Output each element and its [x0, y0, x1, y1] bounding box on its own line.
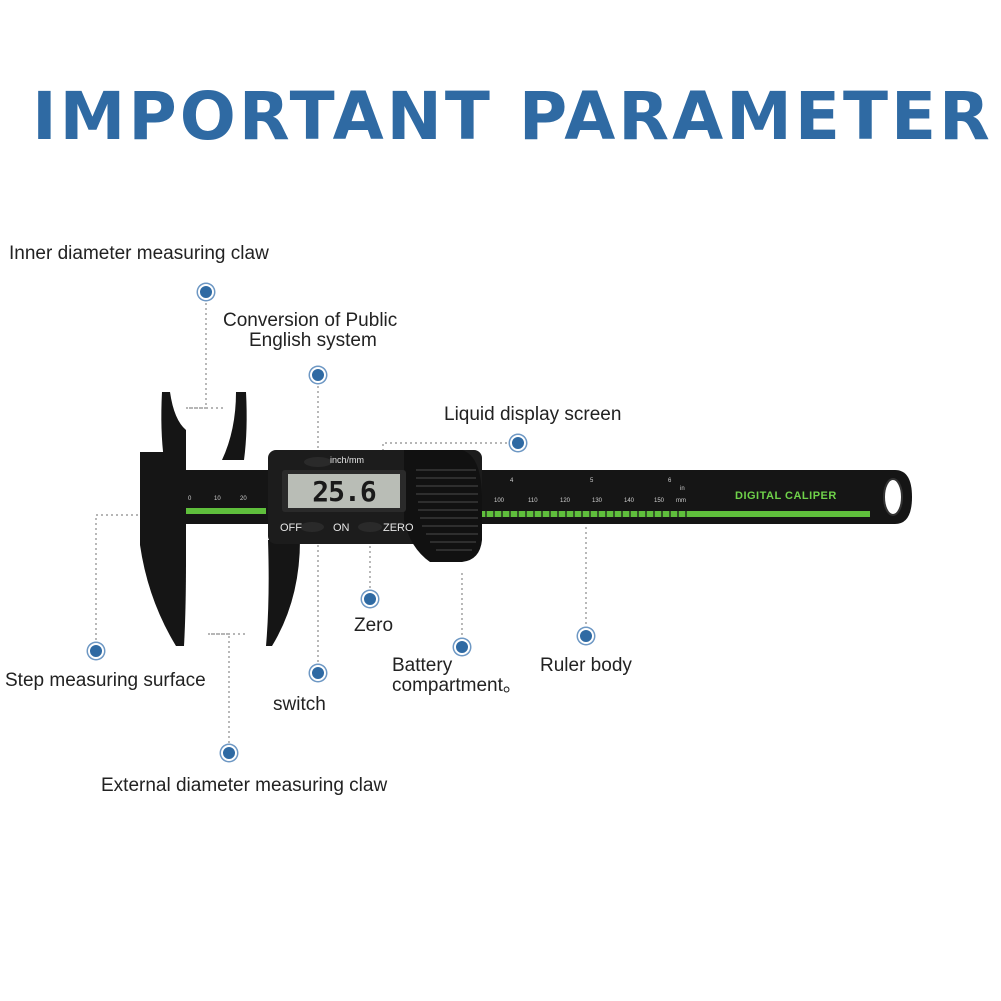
callout-line-step: [96, 515, 140, 650]
callout-dot-conversion: [310, 367, 326, 383]
off-on-button: [300, 522, 324, 532]
callout-line-external-claw: [208, 634, 248, 753]
scale-label: mm: [676, 498, 686, 504]
zero-button-label[interactable]: ZERO: [383, 522, 414, 534]
scale-label: in: [680, 486, 685, 492]
fixed-jaw: [140, 392, 186, 646]
label-battery-line2: compartment。: [392, 676, 522, 696]
scale-label: 120: [560, 498, 570, 504]
inch-mm-label[interactable]: inch/mm: [330, 455, 364, 465]
off-label[interactable]: OFF: [280, 522, 302, 534]
callout-dot-battery: [454, 639, 470, 655]
jaw-scale-label: 0: [188, 496, 191, 502]
label-step-surface: Step measuring surface: [5, 671, 206, 691]
callout-dot-lcd: [510, 435, 526, 451]
callout-dot-ruler: [578, 628, 594, 644]
on-label[interactable]: ON: [333, 522, 350, 534]
inch-mm-button: [304, 457, 332, 467]
label-conversion-line1: Conversion of Public: [223, 311, 397, 331]
label-ruler-body: Ruler body: [540, 656, 632, 676]
callout-line-inner-claw: [186, 293, 226, 408]
label-conversion-line2: English system: [249, 331, 377, 351]
brand-text: DIGITAL CALIPER: [735, 490, 837, 502]
callout-dot-external-claw: [221, 745, 237, 761]
label-inner-claw: Inner diameter measuring claw: [9, 244, 269, 264]
zero-button-shape: [358, 522, 382, 532]
scale-label: 5: [590, 478, 593, 484]
label-battery-line1: Battery: [392, 656, 452, 676]
jaw-scale-label: 10: [214, 496, 221, 502]
label-lcd-screen: Liquid display screen: [444, 405, 621, 425]
scale-label: 140: [624, 498, 634, 504]
scale-label: 100: [494, 498, 504, 504]
label-switch: switch: [273, 695, 326, 715]
callout-dot-switch: [310, 665, 326, 681]
callout-dot-zero: [362, 591, 378, 607]
scale-label: 130: [592, 498, 602, 504]
lcd-reading: 25.6: [300, 475, 388, 508]
scale-label: 110: [528, 498, 538, 504]
callout-dot-step: [88, 643, 104, 659]
label-zero: Zero: [354, 616, 393, 636]
scale-label: 150: [654, 498, 664, 504]
callout-dot-inner-claw: [198, 284, 214, 300]
scale-label: 4: [510, 478, 513, 484]
jaw-scale-label: 20: [240, 496, 247, 502]
scale-label: 6: [668, 478, 671, 484]
label-external-claw: External diameter measuring claw: [101, 776, 387, 796]
